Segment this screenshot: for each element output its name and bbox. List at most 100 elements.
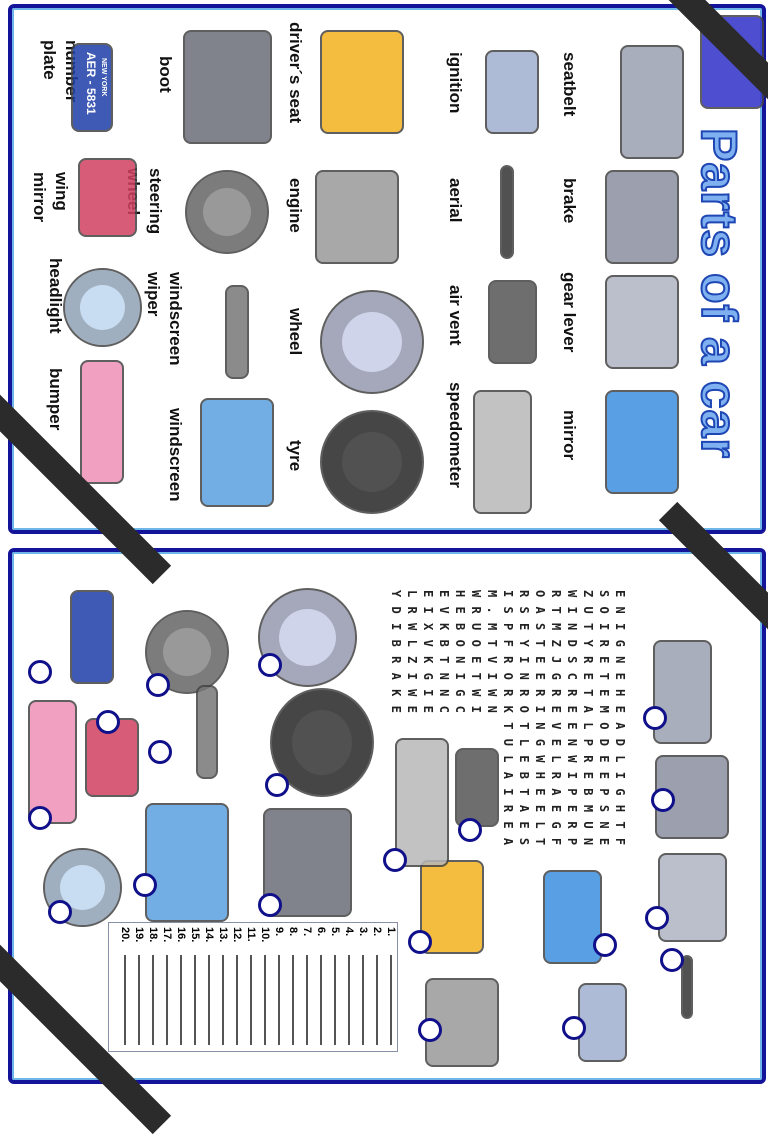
- answer-line[interactable]: 11.: [245, 927, 259, 1047]
- page-title: Parts of a car: [690, 127, 748, 460]
- steering-wheel-picture: [185, 170, 269, 254]
- answer-rule: [166, 955, 168, 1045]
- answer-line[interactable]: 6.: [315, 927, 329, 1047]
- answer-rule: [390, 955, 392, 1045]
- answer-number: 8.: [287, 927, 299, 937]
- answer-line[interactable]: 15.: [189, 927, 203, 1047]
- word-search-row: WRUOETWI: [469, 590, 483, 723]
- label-driver-s-seat: driver´s seat: [286, 22, 305, 124]
- answer-circle[interactable]: [383, 848, 407, 872]
- air-vent-picture: [455, 747, 499, 827]
- answer-number: 14.: [203, 927, 215, 943]
- number-plate-state: NEW YORK: [100, 58, 107, 97]
- word-search-row: RSEYINROTLEBTAES: [517, 590, 531, 855]
- word-search-row: WINDSCREENWIPERP: [565, 590, 579, 855]
- answer-number: 9.: [273, 927, 285, 937]
- speedometer-picture: [472, 390, 532, 514]
- drivers-seat-picture: [420, 860, 484, 954]
- answer-circle[interactable]: [28, 806, 52, 830]
- answer-circle[interactable]: [258, 893, 282, 917]
- answer-number: 11.: [245, 927, 257, 942]
- aerial-picture: [681, 955, 693, 1019]
- word-search-row: ENIGNEHEADLIGHTF: [613, 590, 627, 855]
- answer-number: 16.: [175, 927, 187, 943]
- answer-line[interactable]: 19.: [133, 927, 147, 1047]
- answer-rule: [362, 955, 364, 1045]
- number-plate-text: AER - 5831: [84, 52, 98, 115]
- answer-circle[interactable]: [418, 1018, 442, 1042]
- mirror-picture: [542, 870, 602, 964]
- answer-line[interactable]: 12.: [231, 927, 245, 1047]
- answer-line[interactable]: 16.: [175, 927, 189, 1047]
- answer-rule: [320, 955, 322, 1045]
- answer-number: 7.: [301, 927, 313, 937]
- answer-line[interactable]: 13.: [217, 927, 231, 1047]
- answer-line[interactable]: 3.: [357, 927, 371, 1047]
- word-search-row: M.MTVIWN: [485, 590, 499, 723]
- answer-circle[interactable]: [660, 948, 684, 972]
- answer-number: 2.: [371, 927, 383, 937]
- answer-line[interactable]: 9.: [273, 927, 287, 1047]
- boot-picture: [182, 30, 272, 144]
- answer-line[interactable]: 1.: [385, 927, 399, 1047]
- windscreen-wiper-picture: [196, 685, 218, 779]
- word-search-row: LRWLZIWE: [405, 590, 419, 723]
- answer-number: 1.: [385, 927, 397, 937]
- answer-line[interactable]: 14.: [203, 927, 217, 1047]
- answer-line[interactable]: 7.: [301, 927, 315, 1047]
- answer-circle[interactable]: [96, 710, 120, 734]
- answer-line[interactable]: 8.: [287, 927, 301, 1047]
- seatbelt-picture: [620, 45, 684, 159]
- label-ignition: ignition: [446, 52, 465, 114]
- answer-circle[interactable]: [133, 873, 157, 897]
- word-search-row: ZUTYRETALPREBMUN: [581, 590, 595, 855]
- answer-number: 4.: [343, 927, 355, 937]
- answer-circle[interactable]: [458, 818, 482, 842]
- wing-mirror-picture: [77, 157, 137, 237]
- word-search-row: HEBONIGC: [453, 590, 467, 723]
- answer-circle[interactable]: [408, 930, 432, 954]
- answer-circle[interactable]: [48, 900, 72, 924]
- answer-rule: [306, 955, 308, 1045]
- answer-circle[interactable]: [562, 1016, 586, 1040]
- answer-line[interactable]: 5.: [329, 927, 343, 1047]
- answer-rule: [152, 955, 154, 1045]
- answer-number: 15.: [189, 927, 201, 943]
- answer-circle[interactable]: [258, 653, 282, 677]
- answer-line[interactable]: 18.: [147, 927, 161, 1047]
- air-vent-picture: [487, 280, 537, 364]
- answer-line[interactable]: 2.: [371, 927, 385, 1047]
- answer-circle[interactable]: [645, 906, 669, 930]
- answer-circle[interactable]: [148, 740, 172, 764]
- answer-circle[interactable]: [28, 660, 52, 684]
- label-gear-lever: gear lever: [560, 272, 579, 353]
- speedometer-picture: [395, 737, 449, 867]
- answer-circle[interactable]: [593, 933, 617, 957]
- answer-line[interactable]: 20.: [119, 927, 133, 1047]
- answer-line[interactable]: 10.: [259, 927, 273, 1047]
- label-engine: engine: [286, 178, 305, 233]
- mirror-picture: [605, 390, 679, 494]
- answer-rule: [138, 955, 140, 1045]
- word-search-row: EIXVKGIE: [421, 590, 435, 723]
- answer-number: 12.: [231, 927, 243, 943]
- answer-line[interactable]: 17.: [161, 927, 175, 1047]
- answer-circle[interactable]: [265, 773, 289, 797]
- answer-circle[interactable]: [651, 788, 675, 812]
- answer-rule: [236, 955, 238, 1045]
- word-search-row: OASTEERINGWHEELT: [533, 590, 547, 855]
- bumper-picture: [27, 700, 77, 824]
- answer-rule: [292, 955, 294, 1045]
- word-search-row: SOIRETEMODEEPSNE: [597, 590, 611, 855]
- steering-wheel-picture: [145, 610, 229, 694]
- answer-circle[interactable]: [146, 673, 170, 697]
- answer-box: 1.2.3.4.5.6.7.8.9.10.11.12.13.14.15.16.1…: [108, 922, 398, 1052]
- answer-number: 17.: [161, 927, 173, 943]
- label-boot: boot: [156, 56, 175, 93]
- answer-circle[interactable]: [643, 706, 667, 730]
- answer-rule: [264, 955, 266, 1045]
- aerial-picture: [500, 165, 514, 259]
- label-seatbelt: seatbelt: [560, 52, 579, 117]
- answer-line[interactable]: 4.: [343, 927, 357, 1047]
- label-brake: brake: [560, 178, 579, 224]
